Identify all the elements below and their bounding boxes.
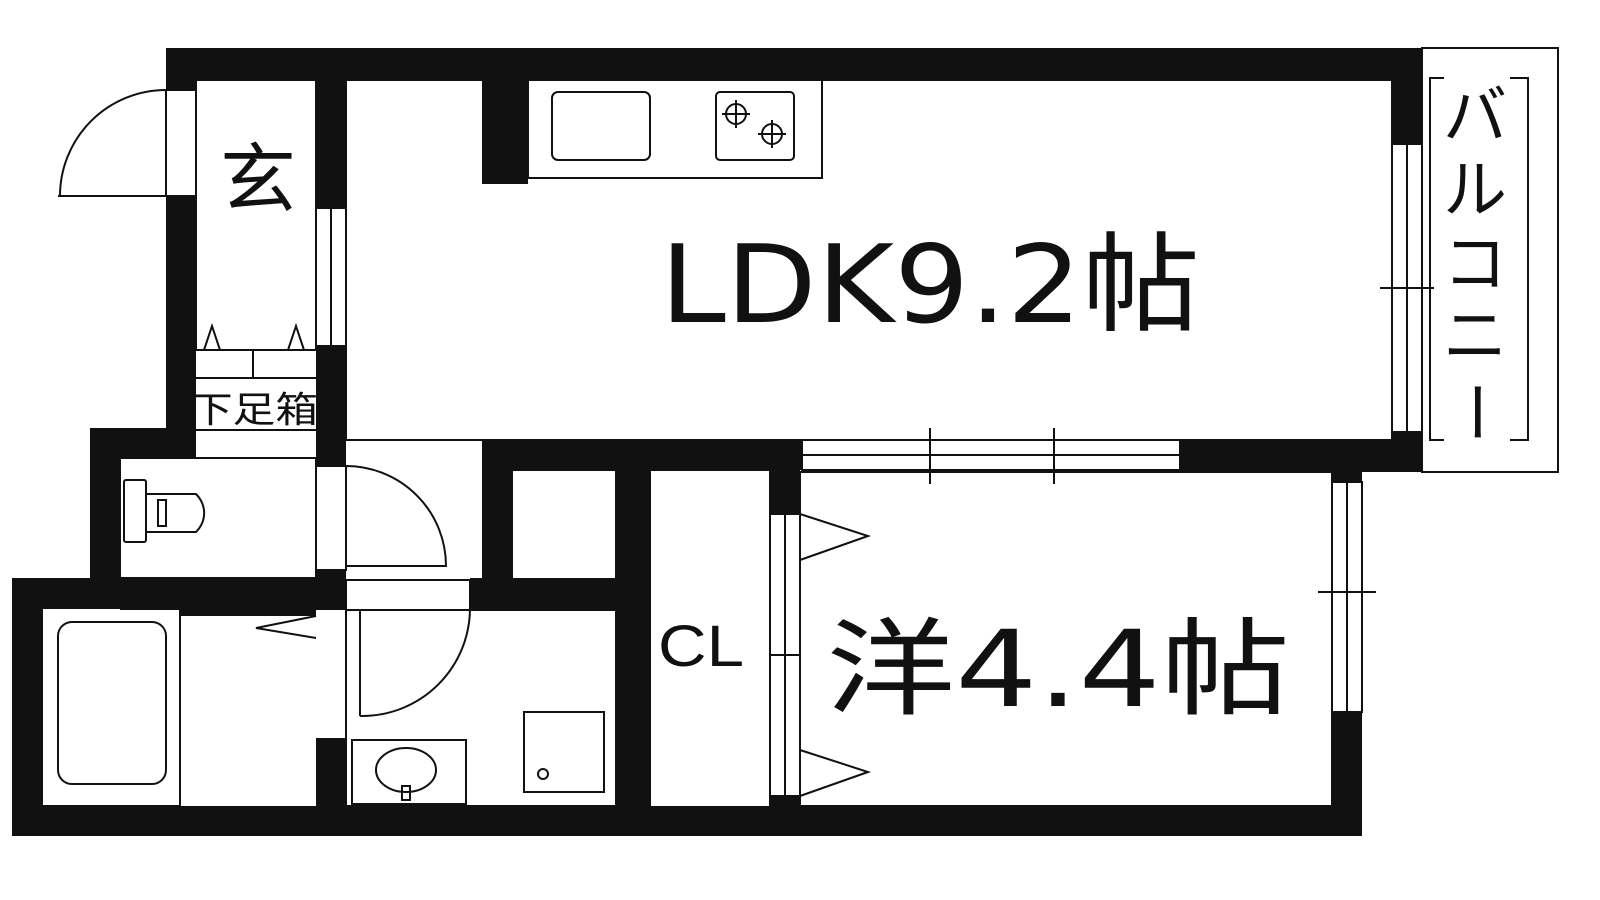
bathtub <box>57 621 167 785</box>
room-label-ldk: LDK9.2帖 <box>660 223 1200 348</box>
balcony-label: バ ル コ ニ ー <box>1437 80 1511 444</box>
fixtures <box>57 77 823 805</box>
room-label-entrance: 玄 <box>220 135 296 224</box>
burner-icon <box>722 100 786 148</box>
svg-text:ニ: ニ <box>1443 300 1507 374</box>
svg-text:バ: バ <box>1443 80 1507 154</box>
doors <box>58 89 471 718</box>
stove <box>715 91 795 161</box>
washer-pan <box>523 711 605 793</box>
room-label-western: 洋4.4帖 <box>826 608 1290 731</box>
svg-text:ル: ル <box>1443 154 1507 228</box>
kitchen-counter <box>527 77 823 179</box>
kitchen-sink <box>551 91 651 161</box>
room-label-closet: CL <box>658 614 744 679</box>
washbasin-counter <box>351 739 467 805</box>
windows <box>203 143 1434 797</box>
svg-text:コ: コ <box>1443 228 1507 302</box>
washbasin-bowl <box>375 747 437 793</box>
shoe-box-label: 下足箱 <box>190 390 318 431</box>
toilet-icon <box>123 479 206 543</box>
svg-text:ー: ー <box>1437 380 1511 444</box>
